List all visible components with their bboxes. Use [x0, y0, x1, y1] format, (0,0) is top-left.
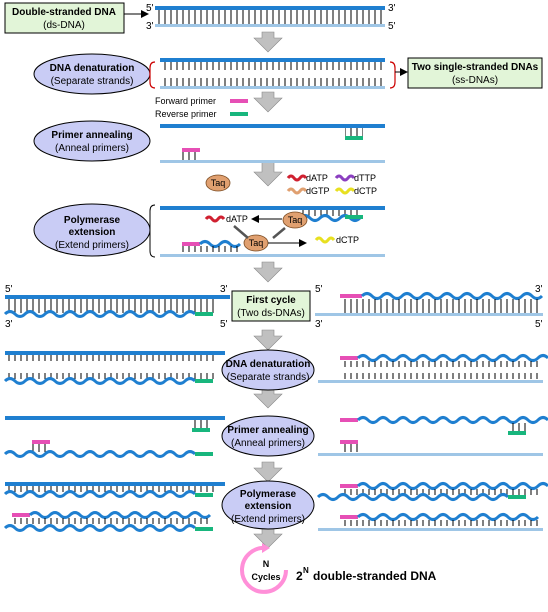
bracket-left-3 [149, 204, 156, 258]
end-3-label: 3' [146, 21, 154, 32]
dttp-label: dTTP [354, 173, 376, 183]
first-cycle-label-box: First cycle (Two ds-DNAs) [231, 290, 311, 322]
dsdna-label-box: Double-stranded DNA (ds-DNA) [4, 2, 125, 34]
first-cycle-line2: (Two ds-DNAs) [237, 308, 305, 319]
extended-strands-2 [3, 482, 548, 532]
result-label: 2 N double-stranded DNA [296, 566, 437, 583]
dgtp-icon [286, 187, 308, 195]
ssdna-pair-1 [160, 58, 385, 89]
primer-legend: Forward primer Reverse primer [155, 96, 248, 119]
cycles-n: N [263, 559, 270, 569]
step3-title: Polymerase [64, 215, 121, 226]
down-arrow-icon [253, 261, 283, 283]
ssdna-label-line2: (ss-DNAs) [452, 75, 498, 86]
end-3-label: 3' [388, 3, 396, 14]
end-5-label: 5' [388, 21, 396, 32]
dctp-icon [314, 236, 336, 244]
end-5-label: 5' [5, 284, 13, 295]
dsdna-label-line1: Double-stranded DNA [12, 7, 116, 18]
end-3-label: 3' [315, 319, 323, 330]
step3-title-2: extension [69, 227, 116, 238]
reverse-primer-label: Reverse primer [155, 109, 217, 119]
end-5-label: 5' [535, 319, 543, 330]
end-3-label: 3' [535, 284, 543, 295]
step4-subtitle: (Separate strands) [227, 372, 310, 383]
annealed-strands-1 [160, 124, 385, 163]
down-arrow-icon [253, 461, 283, 483]
taq-enzyme: Taq [205, 174, 231, 192]
extension-strands-1 [160, 206, 385, 257]
cycles-label: Cycles [251, 572, 280, 582]
down-arrow-icon [253, 387, 283, 409]
reverse-primer-swatch [230, 112, 248, 116]
forward-primer-label: Forward primer [155, 96, 216, 106]
result-base: 2 [296, 569, 303, 583]
datp-label: dATP [226, 214, 248, 224]
datp-icon [204, 215, 226, 223]
datp-label: dATP [306, 173, 328, 183]
down-arrow-icon [253, 161, 283, 187]
step-annealing-1: Primer annealing (Anneal primers) [33, 120, 151, 162]
result-exponent: N [303, 566, 309, 575]
end-3-label: 3' [5, 319, 13, 330]
dttp-icon [334, 174, 356, 182]
datp-icon [286, 174, 308, 182]
step4-title: DNA denaturation [226, 359, 311, 370]
step-annealing-2: Primer annealing (Anneal primers) [221, 415, 315, 457]
step2-title: Primer annealing [51, 130, 132, 141]
taq-label: Taq [288, 215, 303, 225]
bracket-left-1 [149, 61, 156, 89]
ssdna-label-box: Two single-stranded DNAs (ss-DNAs) [407, 57, 543, 89]
first-cycle-dsdna-left: 5' 3' 3' 5' [3, 284, 230, 330]
step3-subtitle: (Extend primers) [55, 240, 129, 251]
dsdna-label-line2: (ds-DNA) [43, 20, 85, 31]
bracket-right-1 [389, 61, 396, 89]
step6-subtitle: (Extend primers) [231, 514, 305, 525]
end-3-label: 3' [220, 284, 228, 295]
step-extension-2: Polymerase extension (Extend primers) [221, 480, 315, 530]
forward-primer-swatch [230, 99, 248, 103]
dctp-label: dCTP [336, 235, 359, 245]
result-text: double-stranded DNA [313, 569, 437, 583]
step1-subtitle: (Separate strands) [51, 76, 134, 87]
nucleotide-legend: dATP dTTP dGTP dCTP [286, 173, 377, 196]
step6-title-2: extension [245, 501, 292, 512]
first-cycle-line1: First cycle [246, 295, 296, 306]
taq-enzyme-top [282, 211, 308, 229]
dctp-icon [334, 187, 356, 195]
taq-label: Taq [249, 238, 264, 248]
step-denaturation-1: DNA denaturation (Separate strands) [33, 53, 151, 95]
down-arrow-icon [253, 329, 283, 351]
flow-arrows [253, 31, 283, 549]
ssdna-label-line1: Two single-stranded DNAs [412, 62, 539, 73]
n-cycles-badge: N Cycles [240, 543, 288, 594]
step-extension-1: Polymerase extension (Extend primers) [33, 203, 151, 257]
dsdna-top: 5' 3' 3' 5' [146, 3, 396, 32]
step2-subtitle: (Anneal primers) [55, 143, 129, 154]
step6-title: Polymerase [240, 489, 297, 500]
dgtp-label: dGTP [306, 186, 330, 196]
step5-title: Primer annealing [227, 425, 308, 436]
cycle-icon [240, 545, 288, 594]
end-5-label: 5' [146, 3, 154, 14]
down-arrow-icon [253, 527, 283, 549]
end-5-label: 5' [315, 284, 323, 295]
step1-title: DNA denaturation [50, 63, 135, 74]
down-arrow-icon [253, 91, 283, 113]
down-arrow-icon [253, 31, 283, 53]
dctp-label: dCTP [354, 186, 377, 196]
taq-label: Taq [211, 178, 226, 188]
step5-subtitle: (Anneal primers) [231, 438, 305, 449]
first-cycle-dsdna-right: 5' 3' 3' 5' [315, 284, 544, 330]
extension-enzymes: Taq Taq dATP dCTP [204, 211, 359, 252]
denatured-strands-2 [3, 351, 548, 385]
end-5-label: 5' [220, 319, 228, 330]
annealed-strands-2 [3, 416, 548, 458]
step-denaturation-2: DNA denaturation (Separate strands) [221, 349, 315, 391]
